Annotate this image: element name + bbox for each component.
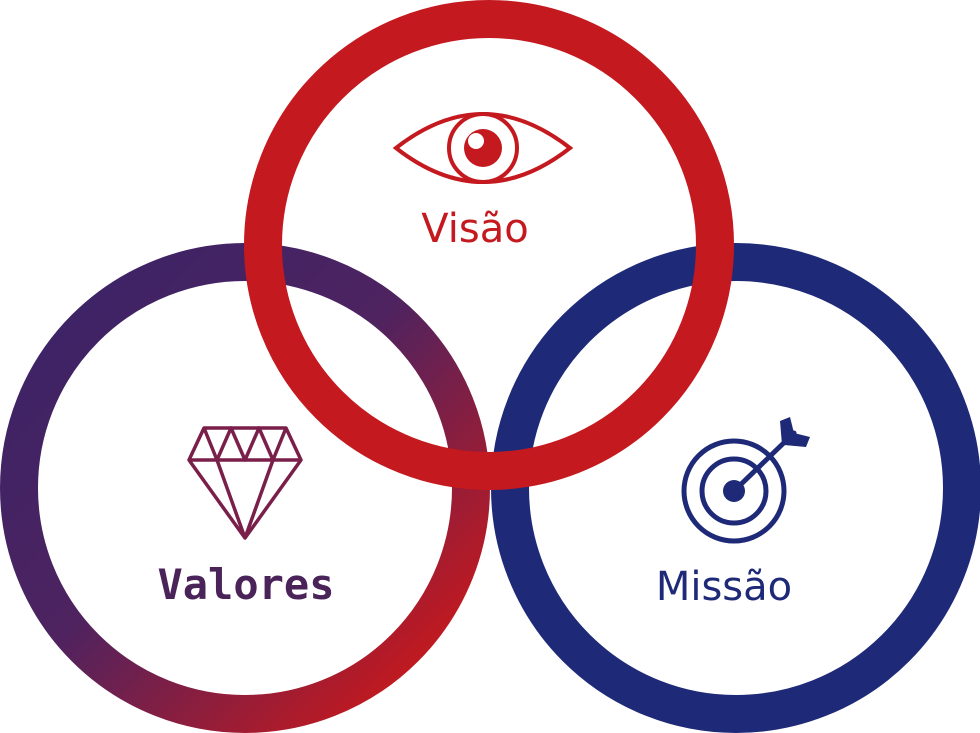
target-icon <box>681 417 810 544</box>
visao-label: Visão <box>421 206 528 252</box>
eye-icon <box>392 112 574 184</box>
diamond-icon <box>187 426 303 540</box>
valores-label: Valores <box>157 560 334 609</box>
visao-ring <box>244 0 734 490</box>
missao-label: Missão <box>656 564 792 610</box>
valores-ring <box>0 243 490 733</box>
